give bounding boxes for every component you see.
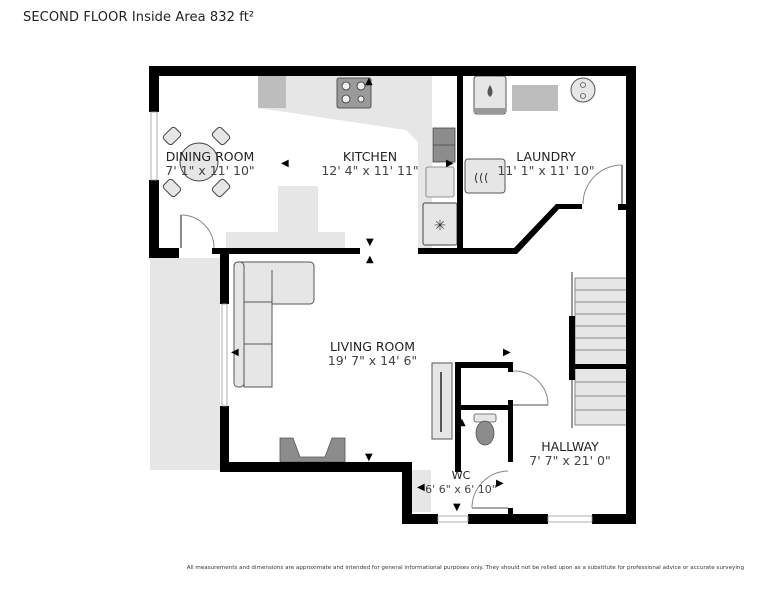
room-wc: WC 6' 6" x 6' 10" [415, 469, 507, 497]
dryer-icon [464, 158, 506, 194]
svg-text:✳: ✳ [434, 218, 446, 234]
room-name: LAUNDRY [516, 149, 576, 164]
svg-text:▲: ▲ [458, 417, 466, 428]
room-name: DINING ROOM [165, 149, 255, 164]
floor-title: SECOND FLOOR Inside Area 832 ft² [23, 10, 255, 25]
room-dimensions: 6' 6" x 6' 10" [425, 483, 497, 496]
room-dimensions: 19' 7" x 14' 6" [327, 353, 418, 368]
room-name: KITCHEN [342, 149, 398, 164]
room-dining-room: DINING ROOM 7' 1" x 11' 10" [152, 150, 268, 178]
svg-text:▼: ▼ [366, 237, 374, 248]
svg-text:◀: ◀ [231, 347, 239, 358]
room-dimensions: 11' 1" x 11' 10" [497, 163, 595, 178]
water-heater-icon [473, 75, 507, 115]
svg-text:▼: ▼ [453, 502, 461, 513]
fridge-icon: ✳ [422, 202, 458, 246]
tv-icon [431, 362, 453, 440]
direction-arrow-icon: ◀ ▶ ▼ ▲ ◀ ▶ ▼ ▲ ◀ ▶ ▼ ▲ [231, 76, 511, 513]
kitchen-counters [226, 76, 432, 252]
room-name: LIVING ROOM [329, 339, 416, 354]
svg-text:▶: ▶ [446, 158, 454, 169]
svg-text:▶: ▶ [503, 347, 511, 358]
room-dimensions: 12' 4" x 11' 11" [321, 163, 419, 178]
fireplace-icon [279, 437, 346, 463]
room-dimensions: 7' 7" x 21' 0" [529, 453, 611, 468]
room-living-room: LIVING ROOM 19' 7" x 14' 6" [310, 340, 435, 368]
dining-table-icon [162, 126, 231, 198]
disclaimer-text: All measurements and dimensions are appr… [186, 565, 744, 571]
room-laundry: LAUNDRY 11' 1" x 11' 10" [486, 150, 606, 178]
deck-area [150, 258, 220, 470]
svg-text:◀: ◀ [281, 158, 289, 169]
svg-text:▼: ▼ [365, 452, 373, 463]
walls [149, 66, 636, 524]
door-icon [180, 164, 623, 509]
stair-wall [569, 316, 575, 380]
room-dimensions: 7' 1" x 11' 10" [165, 163, 255, 178]
stair-landing [569, 364, 629, 369]
svg-text:▶: ▶ [496, 478, 504, 489]
svg-text:◀: ◀ [417, 482, 425, 493]
furnace-icon [570, 77, 596, 103]
toilet-icon [473, 413, 497, 446]
svg-text:▲: ▲ [366, 254, 374, 265]
wc-sink-icon [411, 470, 431, 512]
room-hallway: HALLWAY 7' 7" x 21' 0" [520, 440, 620, 468]
stairs-icon [574, 277, 628, 426]
svg-text:▲: ▲ [365, 76, 373, 87]
room-name: WC [451, 469, 471, 482]
sofa-icon [233, 261, 315, 388]
room-name: HALLWAY [541, 439, 599, 454]
stove-icon [336, 77, 372, 109]
dishwasher-icon [425, 166, 455, 198]
room-kitchen: KITCHEN 12' 4" x 11' 11" [305, 150, 435, 178]
sink-icon [432, 127, 456, 163]
window-icon [150, 111, 593, 523]
laundry-counter [512, 85, 558, 111]
